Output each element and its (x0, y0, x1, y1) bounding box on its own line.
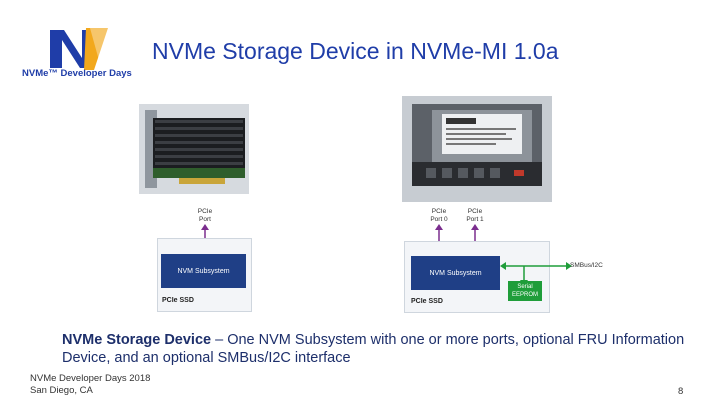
right-nvm-subsystem: NVM Subsystem (411, 256, 500, 290)
page-number: 8 (678, 386, 683, 397)
description: NVMe Storage Device – One NVM Subsystem … (62, 331, 702, 367)
left-port-label: PCIe Port (190, 208, 220, 224)
right-port1-label: PCIe Port 1 (460, 208, 490, 224)
serial-eeprom: Serial EEPROM (508, 281, 542, 301)
slide-title: NVMe Storage Device in NVMe-MI 1.0a (152, 38, 559, 65)
u2-ssd-photo (402, 96, 552, 202)
left-nvm-subsystem: NVM Subsystem (161, 254, 246, 288)
left-device-label: PCIe SSD (162, 297, 194, 304)
right-port0-label: PCIe Port 0 (424, 208, 454, 224)
pcie-card-photo (139, 104, 249, 194)
right-device-label: PCIe SSD (411, 298, 443, 305)
footer: NVMe Developer Days 2018 San Diego, CA (30, 373, 150, 397)
logo-caption: NVMe™ Developer Days (22, 68, 132, 79)
description-bold: NVMe Storage Device (62, 332, 211, 348)
smbus-label: SMBus/I2C (570, 262, 603, 270)
footer-location: San Diego, CA (30, 385, 150, 397)
footer-event: NVMe Developer Days 2018 (30, 373, 150, 385)
